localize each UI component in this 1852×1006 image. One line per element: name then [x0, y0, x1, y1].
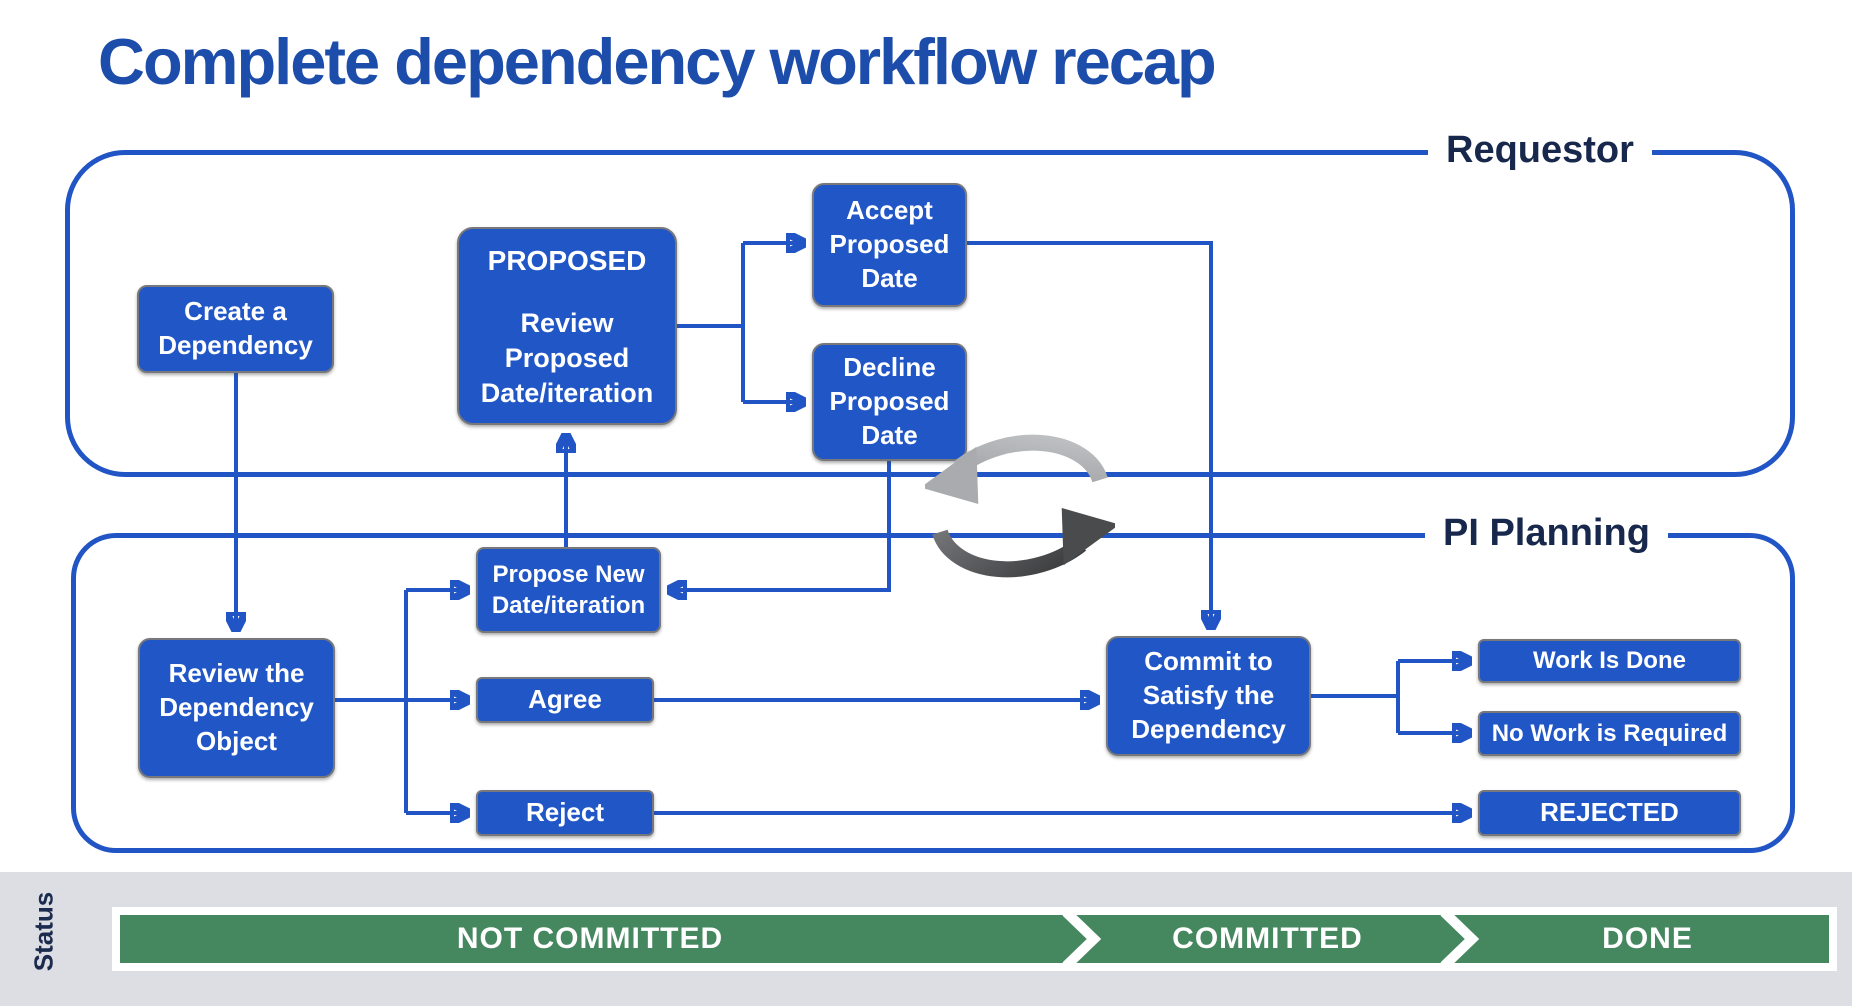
page-title: Complete dependency workflow recap: [98, 25, 1217, 98]
node-label: Commit to Satisfy the Dependency: [1131, 646, 1286, 744]
node-reject: Reject: [476, 790, 654, 836]
node-label: Create a Dependency: [158, 296, 313, 360]
line-proposed-out: [677, 243, 745, 402]
node-review-dependency-object: Review the Dependency Object: [138, 638, 335, 778]
pi-planning-lane-label: PI Planning: [1425, 510, 1668, 556]
node-rejected: REJECTED: [1478, 790, 1741, 836]
line-commit-out: [1311, 661, 1400, 733]
node-decline-proposed-date: Decline Proposed Date: [812, 343, 967, 461]
status-bar-frame: NOT COMMITTED COMMITTED DONE: [112, 907, 1837, 971]
chevron-separator-icon: [1440, 908, 1480, 970]
status-segment-done: DONE: [1602, 922, 1693, 955]
status-segment-not-committed: NOT COMMITTED: [456, 922, 724, 955]
node-label: Decline Proposed Date: [829, 352, 950, 450]
node-agree: Agree: [476, 677, 654, 723]
node-label: Work Is Done: [1533, 647, 1686, 675]
node-proposed-review: PROPOSED Review Proposed Date/iteration: [457, 227, 677, 425]
node-label: Review Proposed Date/iteration: [480, 307, 654, 408]
node-work-is-done: Work Is Done: [1478, 639, 1741, 683]
node-label: No Work is Required: [1491, 719, 1728, 747]
node-commit-to-satisfy: Commit to Satisfy the Dependency: [1106, 636, 1311, 756]
node-no-work-required: No Work is Required: [1478, 711, 1741, 756]
arrow-decline-to-propose-new: [671, 461, 891, 590]
requestor-lane-label: Requestor: [1428, 127, 1652, 173]
node-label: Accept Proposed Date: [829, 195, 950, 293]
node-propose-new-date: Propose New Date/iteration: [476, 547, 661, 633]
status-axis-label: Status: [28, 891, 59, 972]
status-progress-bar: NOT COMMITTED COMMITTED DONE: [120, 908, 1829, 970]
node-state-label: PROPOSED: [487, 245, 647, 276]
node-label: Review the Dependency Object: [159, 658, 314, 756]
node-label: Reject: [525, 797, 605, 828]
status-segment-committed: COMMITTED: [1172, 922, 1363, 955]
node-label: Agree: [528, 684, 602, 715]
chevron-separator-icon: [1062, 908, 1102, 970]
node-accept-proposed-date: Accept Proposed Date: [812, 183, 967, 307]
cycle-arrows-icon: [925, 434, 1115, 578]
node-label: REJECTED: [1540, 797, 1679, 828]
requestor-lane: [65, 150, 1795, 477]
node-label: Propose New Date/iteration: [491, 560, 646, 619]
node-create-dependency: Create a Dependency: [137, 285, 334, 373]
arrow-accept-to-commit: [967, 241, 1211, 626]
